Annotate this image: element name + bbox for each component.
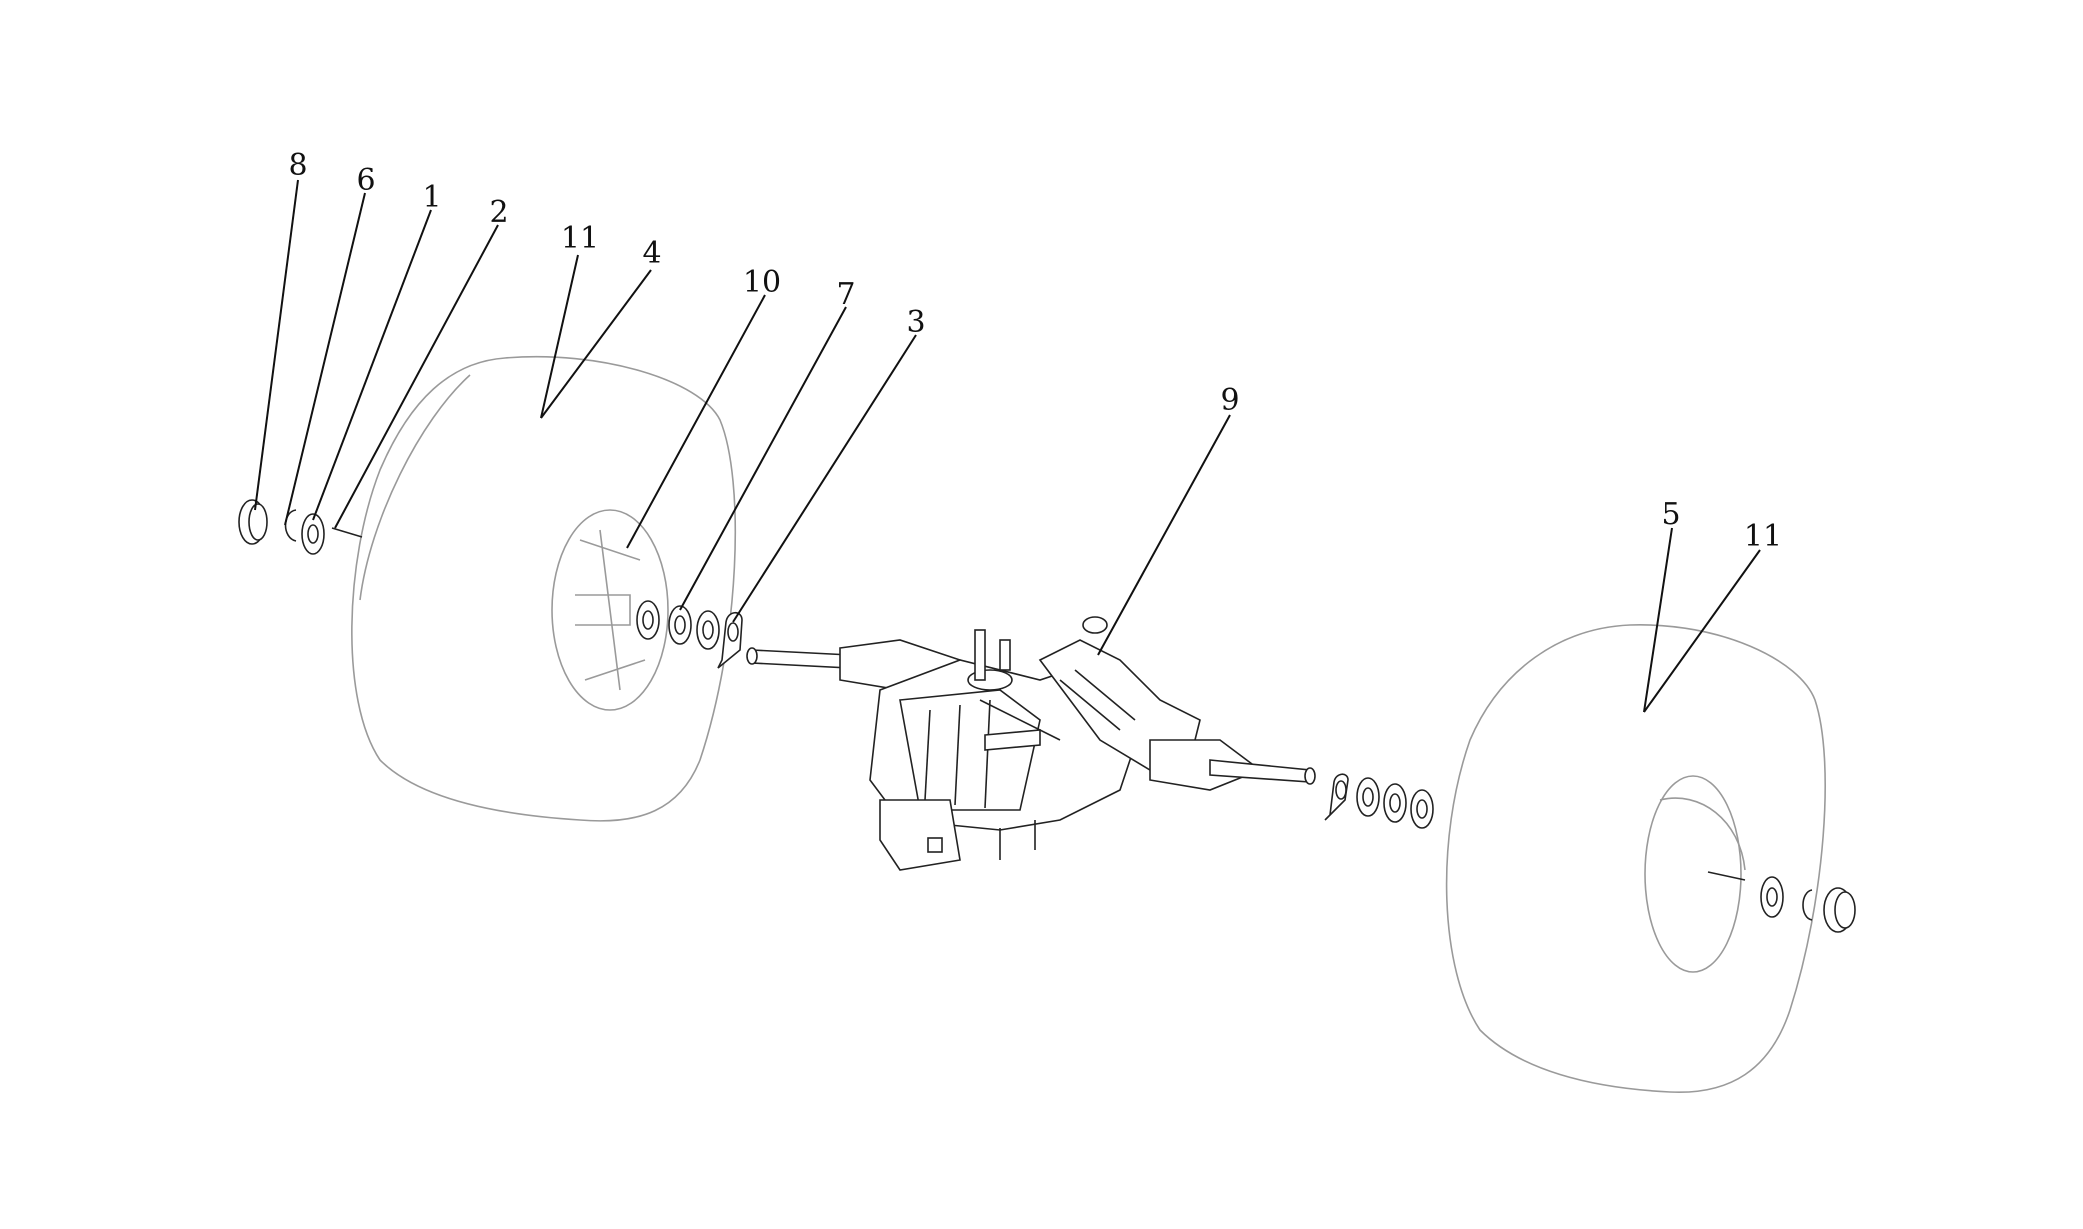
left-spacer-washer [636,600,660,640]
callout-labels: 8 6 1 2 11 4 10 7 3 9 5 11 [288,148,1782,554]
callout-1: 1 [422,180,441,215]
callout-10: 10 [743,265,781,300]
leader-lines [254,179,1761,713]
left-e-clip [284,509,297,542]
callout-9: 9 [1220,383,1239,418]
left-thrust-washer-a [668,605,692,645]
left-key-pin [331,527,363,538]
callout-5: 5 [1661,497,1680,532]
left-thrust-washer-b [696,610,720,650]
callout-6: 6 [356,163,375,198]
leader-3 [732,334,917,623]
right-outer-washer [1760,876,1784,918]
right-thrust-washer-b [1383,783,1407,823]
right-wheel [1445,624,1826,1094]
leader-1 [312,209,432,521]
transaxle [746,616,1316,871]
leader-10 [626,294,766,549]
right-thrust-washer-a [1356,777,1380,817]
callout-3: 3 [906,305,925,340]
left-wheel [351,355,737,822]
callout-2: 2 [489,195,508,230]
right-e-clip [1802,889,1813,921]
leader-11a [540,254,579,419]
callout-4: 4 [642,236,661,271]
callout-7: 7 [836,277,855,312]
leader-9 [1097,414,1231,656]
leader-2 [334,224,499,529]
left-outer-washer [301,513,325,555]
right-bracket-washer [1324,773,1349,821]
callout-11-left: 11 [561,221,599,256]
leader-4 [540,269,652,419]
leader-11b [1643,549,1761,713]
leader-5 [1643,527,1673,713]
leader-7 [679,306,847,611]
right-end-cap [1823,887,1856,933]
leader-8 [254,179,299,511]
left-bracket-washer [717,611,743,669]
right-spacer-washer [1410,789,1434,829]
left-end-cap [238,499,268,545]
callout-8: 8 [288,148,307,183]
callout-11-right: 11 [1744,519,1782,554]
leader-6 [284,192,366,526]
